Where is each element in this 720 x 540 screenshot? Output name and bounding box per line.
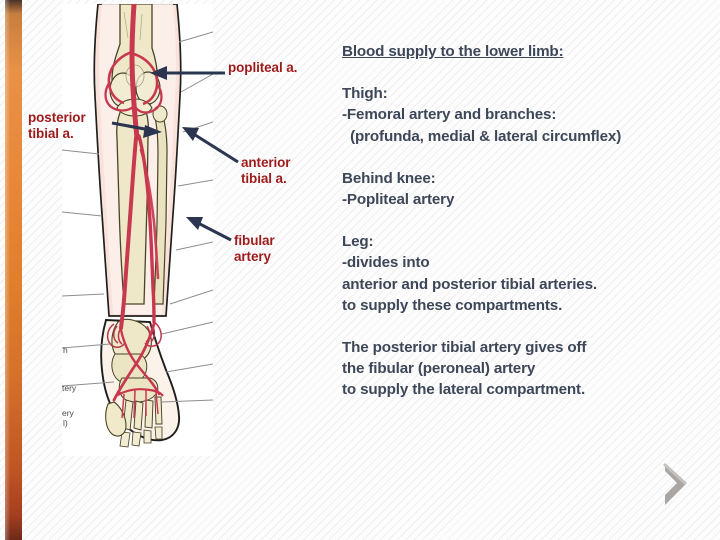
spacer-1 <box>342 62 718 83</box>
phalanx-bones <box>119 426 163 448</box>
anatomy-image-panel: h tery ery l) <box>62 4 213 456</box>
slide-title: Blood supply to the lower limb: <box>342 43 564 60</box>
label-posterior-tibial-artery: posterior tibial a. <box>28 110 86 141</box>
spacer-3 <box>342 210 718 231</box>
caption-fragment-paren: l) <box>63 418 68 428</box>
metatarsal-bones <box>122 396 163 431</box>
atlas-leader-lines <box>62 31 213 403</box>
thigh-line-1: -Femoral artery and branches: <box>342 106 557 124</box>
closing-line-1: The posterior tibial artery gives off <box>342 339 587 357</box>
caption-fragment-h: h <box>63 345 68 355</box>
label-popliteal-artery: popliteal a. <box>228 60 298 75</box>
leg-heading: Leg: <box>342 233 374 251</box>
arcuate-artery <box>115 388 164 397</box>
closing-line-3: to supply the lateral compartment. <box>342 381 586 399</box>
atlas-caption-fragments: h tery ery l) <box>62 345 77 428</box>
spacer-2 <box>342 147 718 168</box>
thigh-line-2: (profunda, medial & lateral circumflex) <box>342 127 622 145</box>
malleolar-arterial-network <box>106 321 162 348</box>
metatarsal-arteries <box>121 389 159 419</box>
thigh-heading: Thigh: <box>342 85 388 103</box>
knee-heading: Behind knee: <box>342 169 436 187</box>
inferior-medial-genicular <box>104 81 135 112</box>
inferior-lateral-genicular <box>135 83 163 114</box>
caption-fragment-tery: tery <box>62 383 77 393</box>
knee-line-1: -Popliteal artery <box>342 191 455 209</box>
great-toe-bone <box>105 401 127 437</box>
plantar-artery <box>119 328 161 396</box>
posterior-tibial-artery <box>119 136 138 330</box>
fibular-peroneal-artery <box>139 148 160 280</box>
leg-line-3: to supply these compartments. <box>342 296 563 314</box>
left-accent-bar <box>5 0 22 540</box>
slide-body-text: Blood supply to the lower limb: Thigh: -… <box>342 41 718 401</box>
leg-line-1: -divides into <box>342 254 430 272</box>
label-anterior-tibial-artery: anterior tibial a. <box>241 155 291 186</box>
lateral-genicular-artery <box>133 52 159 106</box>
medial-genicular-artery <box>107 50 133 105</box>
label-fibular-artery: fibular artery <box>234 233 275 264</box>
lower-limb-artery-illustration: h tery ery l) <box>62 4 213 456</box>
caption-fragment-ery: ery <box>62 408 75 418</box>
closing-line-2: the fibular (peroneal) artery <box>342 360 536 378</box>
leg-line-2: anterior and posterior tibial arteries. <box>342 275 597 293</box>
next-slide-chevron-icon[interactable] <box>661 461 695 507</box>
spacer-4 <box>342 316 718 337</box>
